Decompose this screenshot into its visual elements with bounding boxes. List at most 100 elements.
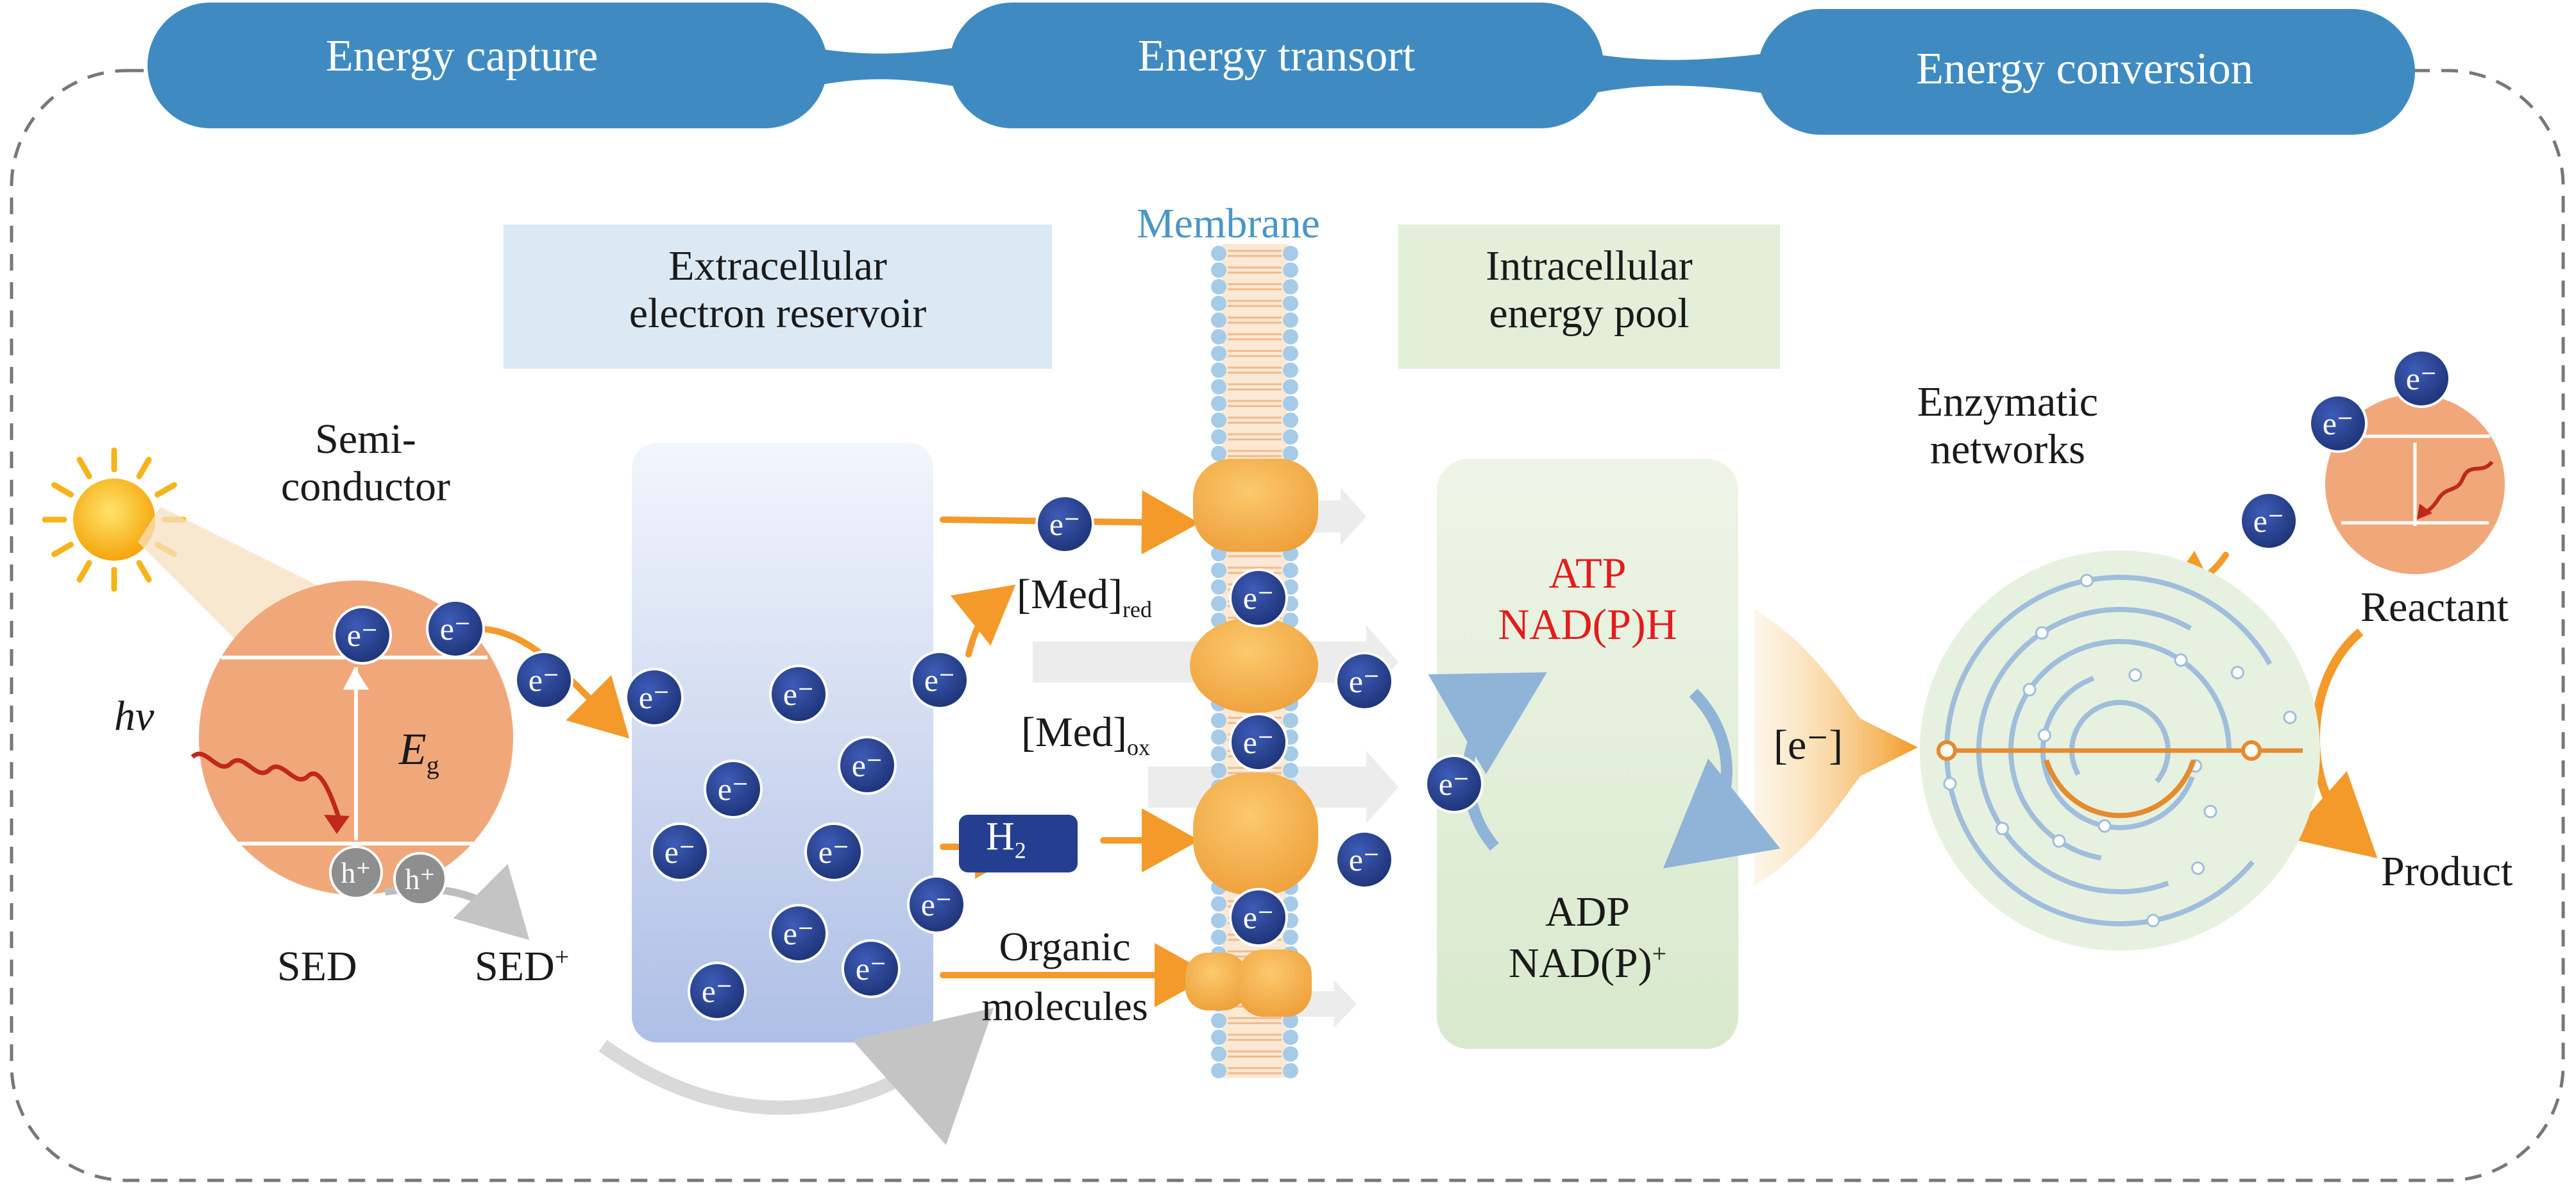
electron-icon: e⁻: [910, 650, 969, 710]
sed-label: SED: [277, 943, 357, 990]
membrane-bead: [1211, 446, 1226, 461]
membrane-bead: [1211, 746, 1226, 761]
network-node: [2128, 668, 2142, 682]
band-gap-label: Eg: [399, 725, 439, 780]
network-path: [2040, 676, 2195, 830]
electron-icon: e⁻: [842, 939, 901, 998]
membrane-bead: [1283, 763, 1298, 778]
network-node: [2097, 819, 2112, 833]
membrane-bead: [1211, 246, 1226, 261]
reaction-node: [1936, 740, 1957, 761]
sun-ray: [51, 541, 74, 557]
reaction-node: [2241, 740, 2262, 761]
network-node: [2052, 834, 2066, 848]
network-node: [1996, 822, 2010, 836]
med-ox-sub: ox: [1126, 735, 1150, 761]
pool-label-bg: [1398, 225, 1780, 369]
header-energy-capture: Energy capture: [325, 31, 598, 81]
membrane-bead: [1283, 279, 1298, 294]
semiconductor-label-line2: conductor: [281, 463, 450, 510]
nadph-label: NAD(P)H: [1498, 600, 1677, 649]
electron-reservoir: [632, 443, 933, 1042]
membrane-bead: [1211, 563, 1226, 578]
med-red-label: [Med]red: [1017, 571, 1152, 623]
membrane-bead: [1283, 1046, 1298, 1062]
sun-ray: [136, 560, 152, 583]
membrane-bead: [1211, 346, 1226, 361]
atp-label: ATP: [1548, 548, 1627, 597]
header-energy-transport: Energy transort: [1137, 31, 1416, 81]
network-node: [2022, 683, 2037, 697]
hole-label: h⁺: [341, 856, 371, 889]
membrane-label: Membrane: [1137, 200, 1320, 247]
electron-label: e⁻: [2406, 361, 2437, 396]
electron-icon: e⁻: [1229, 888, 1288, 947]
electron-label: e⁻: [783, 915, 815, 951]
network-node: [2146, 914, 2160, 928]
electron-label: e⁻: [1049, 506, 1081, 542]
sun-icon: [73, 479, 155, 561]
membrane-bead: [1283, 246, 1298, 261]
reservoir-label-line2: electron reservoir: [629, 289, 927, 337]
electron-flux-label: [e⁻]: [1774, 722, 1843, 769]
membrane-bead: [1283, 412, 1298, 428]
reservoir-label-bg: [504, 225, 1052, 369]
nadp-label: NAD(P)+: [1475, 939, 1700, 987]
med-ox-main: [Med]: [1021, 709, 1127, 756]
electron-label: e⁻: [718, 771, 749, 807]
membrane-bead: [1283, 713, 1298, 728]
membrane-bead: [1211, 1046, 1226, 1062]
sun-ray: [76, 560, 92, 583]
network-path: [2008, 639, 2232, 861]
electron-icon: e⁻: [2309, 394, 2368, 453]
electron-icon: e⁻: [1229, 713, 1288, 772]
membrane-bead: [1283, 1063, 1298, 1078]
electron-icon: e⁻: [688, 962, 747, 1021]
electron-icon: e⁻: [1335, 652, 1394, 711]
holes: h⁺ h⁺: [329, 846, 447, 906]
electron-label: e⁻: [529, 662, 560, 698]
electron-label: e⁻: [665, 834, 696, 870]
electron-icon: e⁻: [2239, 491, 2298, 550]
hole-icon: h⁺: [393, 852, 447, 906]
membrane-bead: [1283, 930, 1298, 945]
h2-box: [959, 815, 1078, 872]
membrane-bead: [1283, 396, 1298, 411]
pool-label: Intracellular energy pool: [1398, 242, 1780, 337]
membrane-bead: [1283, 1013, 1298, 1028]
electron-icon: e⁻: [704, 760, 763, 819]
membrane-bead: [1211, 1063, 1226, 1078]
hv-label: hv: [114, 693, 155, 740]
sun-ray: [136, 456, 152, 479]
electron-icon: e⁻: [804, 822, 863, 881]
sed-plus-main: SED: [475, 943, 555, 990]
electron-funnel: [1754, 609, 1918, 885]
electron-label: e⁻: [1349, 842, 1380, 878]
network-node: [1943, 777, 1957, 791]
network-node: [2080, 574, 2094, 588]
electron-label: e⁻: [921, 887, 953, 922]
electron-label: e⁻: [783, 676, 815, 712]
pool-label-line1: Intracellular: [1486, 242, 1693, 289]
network-node: [2174, 653, 2188, 667]
membrane-bead: [1283, 262, 1298, 278]
atp-cycle-right: [1663, 688, 1781, 869]
membrane-bead: [1283, 1030, 1298, 1045]
product-label: Product: [2381, 848, 2513, 895]
sun-ray: [155, 482, 178, 498]
med-red-sub: red: [1122, 597, 1152, 623]
electron-label: e⁻: [1349, 663, 1380, 699]
electron-label: e⁻: [1243, 899, 1275, 935]
electron-icon: e⁻: [907, 875, 966, 934]
membrane-bead: [1283, 362, 1298, 378]
h2-label: H2: [986, 815, 1026, 863]
membrane-bead: [1211, 329, 1226, 344]
electron-label: e⁻: [818, 834, 850, 870]
enzymatic-label-line2: networks: [1930, 425, 2085, 473]
membrane-bead: [1211, 763, 1226, 778]
electron-label: e⁻: [347, 617, 378, 653]
membrane-bead: [1211, 296, 1226, 311]
electron-label: e⁻: [924, 662, 956, 698]
